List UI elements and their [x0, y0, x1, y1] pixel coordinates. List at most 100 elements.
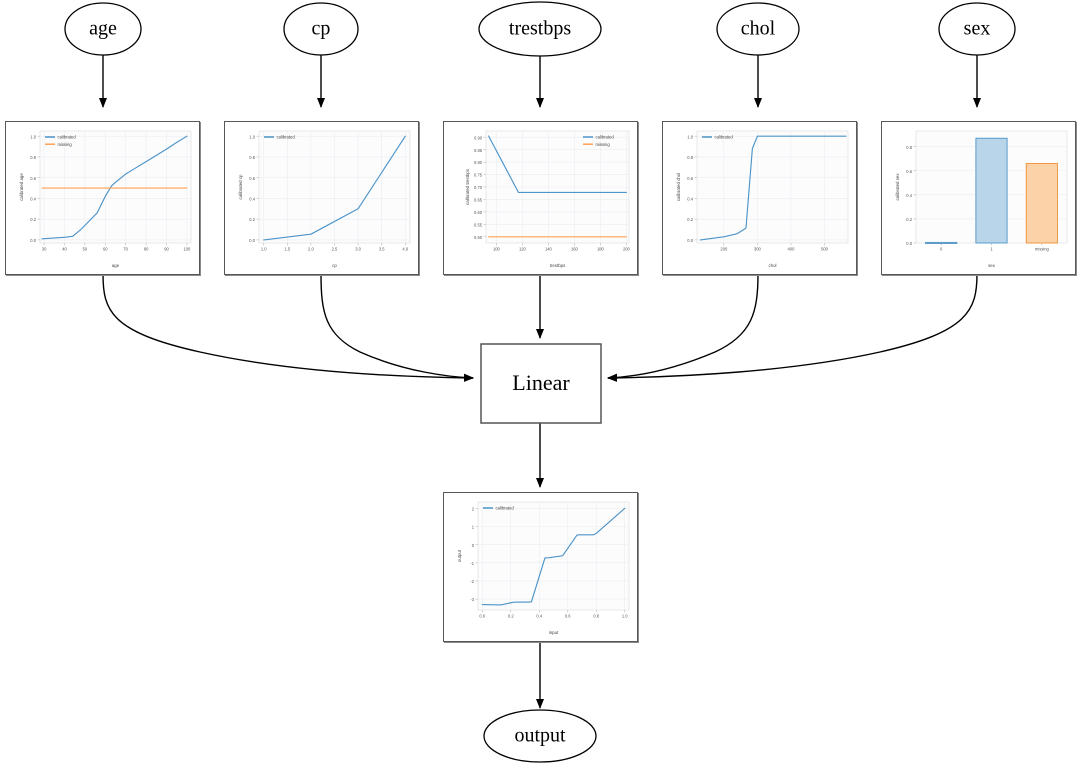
svg-text:70: 70	[123, 246, 128, 251]
svg-text:0.8: 0.8	[30, 155, 36, 160]
svg-text:0.8: 0.8	[593, 613, 599, 618]
node-output-label: output	[514, 725, 566, 747]
svg-text:30: 30	[42, 246, 47, 251]
svg-text:0.4: 0.4	[30, 197, 36, 202]
node-output-shape[interactable]	[483, 709, 597, 763]
legend-label-calibrated: calibrated	[277, 135, 296, 140]
svg-text:0: 0	[940, 246, 943, 251]
svg-text:1.0: 1.0	[622, 613, 628, 618]
svg-text:2.0: 2.0	[308, 246, 314, 251]
svg-text:2.5: 2.5	[332, 246, 338, 251]
node-trestbps-shape[interactable]	[478, 1, 602, 57]
svg-text:50: 50	[83, 246, 88, 251]
x-axis-title: chol	[768, 263, 776, 268]
svg-text:0.2: 0.2	[906, 217, 912, 222]
node-trestbps[interactable]: trestbps	[478, 1, 602, 57]
bar-0	[925, 241, 958, 244]
x-axis-title: trestbps	[550, 263, 566, 268]
svg-text:0.6: 0.6	[906, 169, 912, 174]
edge-sexchart-to-linear	[607, 273, 978, 382]
svg-text:200: 200	[720, 246, 728, 251]
x-axis-title: age	[112, 263, 120, 268]
bar-1	[975, 137, 1008, 244]
series-calibrated	[488, 135, 627, 194]
legend-label-calibrated: calibrated	[715, 135, 734, 140]
svg-text:500: 500	[821, 246, 829, 251]
x-axis-title: cp	[332, 263, 337, 268]
x-axis-title: sex	[988, 263, 996, 268]
svg-text:0.65: 0.65	[474, 198, 483, 203]
node-sex-shape[interactable]	[938, 2, 1016, 56]
svg-text:0.90: 0.90	[474, 135, 483, 140]
svg-text:0.8: 0.8	[249, 155, 255, 160]
edge-cholchart-to-linear	[607, 273, 759, 382]
node-cp-shape[interactable]	[283, 2, 359, 56]
svg-text:missing: missing	[1035, 246, 1050, 251]
svg-text:40: 40	[62, 246, 67, 251]
svg-text:0.50: 0.50	[474, 235, 483, 240]
svg-text:1: 1	[990, 246, 993, 251]
legend-label-calibrated: calibrated	[496, 506, 515, 511]
svg-text:0.2: 0.2	[687, 217, 693, 222]
node-chol-shape[interactable]	[716, 2, 800, 56]
node-sex[interactable]: sex	[938, 2, 1016, 56]
svg-text:4.0: 4.0	[402, 246, 408, 251]
node-age-shape[interactable]	[64, 2, 142, 56]
svg-text:80: 80	[144, 246, 149, 251]
svg-text:0.6: 0.6	[249, 176, 255, 181]
svg-text:0: 0	[472, 543, 475, 548]
svg-text:0.6: 0.6	[30, 176, 36, 181]
svg-text:120: 120	[519, 246, 527, 251]
svg-text:0.75: 0.75	[474, 173, 483, 178]
svg-text:0.60: 0.60	[474, 210, 483, 215]
series-calibrated	[699, 135, 847, 241]
node-chol-label: chol	[741, 18, 776, 40]
svg-text:90: 90	[164, 246, 169, 251]
svg-text:0.4: 0.4	[906, 193, 912, 198]
svg-text:-1: -1	[470, 561, 474, 566]
svg-text:0.8: 0.8	[906, 145, 912, 150]
x-axis-title: input	[549, 630, 559, 635]
legend-label-calibrated: calibrated	[596, 135, 615, 140]
node-trestbps-label: trestbps	[509, 18, 571, 40]
svg-text:0.70: 0.70	[474, 185, 483, 190]
svg-text:0.0: 0.0	[249, 238, 255, 243]
svg-text:-3: -3	[470, 597, 474, 602]
node-linear[interactable]: Linear	[480, 343, 602, 424]
y-axis-title: calibrated chol	[676, 173, 681, 201]
svg-text:0.2: 0.2	[30, 217, 36, 222]
node-cp-label: cp	[312, 18, 331, 40]
node-linear-shape[interactable]	[480, 343, 602, 424]
svg-text:60: 60	[103, 246, 108, 251]
node-age[interactable]: age	[64, 2, 142, 56]
edge-cpchart-to-linear	[320, 273, 474, 382]
svg-text:200: 200	[623, 246, 631, 251]
svg-text:2: 2	[472, 506, 475, 511]
svg-text:0.6: 0.6	[687, 176, 693, 181]
svg-text:0.2: 0.2	[508, 613, 514, 618]
node-cp[interactable]: cp	[283, 2, 359, 56]
y-axis-title: calibrated age	[19, 173, 24, 201]
node-chol[interactable]: chol	[716, 2, 800, 56]
node-output[interactable]: output	[483, 709, 597, 763]
svg-text:160: 160	[571, 246, 579, 251]
svg-text:3.5: 3.5	[379, 246, 385, 251]
legend-label-missing: missing	[596, 142, 611, 147]
svg-text:1.5: 1.5	[284, 246, 290, 251]
svg-text:0.4: 0.4	[249, 197, 255, 202]
svg-text:0.0: 0.0	[479, 613, 485, 618]
node-sex-label: sex	[964, 18, 991, 40]
svg-text:400: 400	[788, 246, 796, 251]
